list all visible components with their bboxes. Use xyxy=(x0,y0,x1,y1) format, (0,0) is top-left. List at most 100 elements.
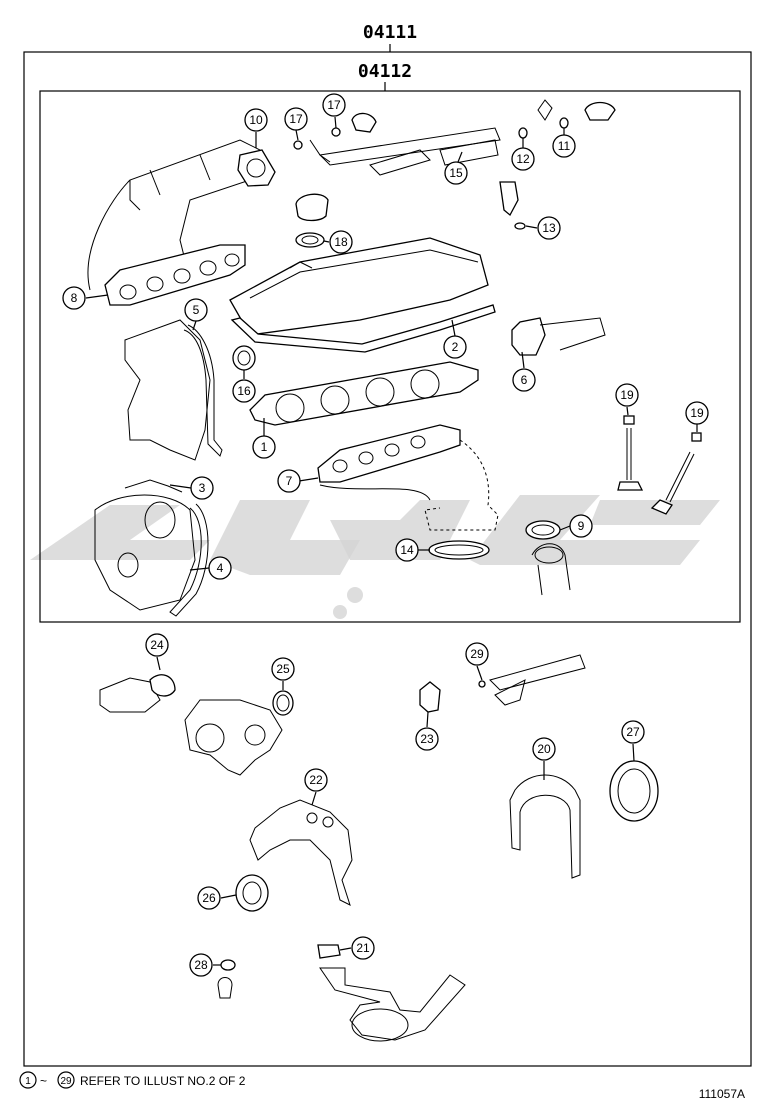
callout-circle xyxy=(329,230,353,254)
footer-range-end-circle xyxy=(57,1071,75,1089)
callout-14: 14 xyxy=(395,538,419,562)
oil-filler-cap xyxy=(295,193,329,222)
callout-16: 16 xyxy=(232,379,256,403)
callout-circle xyxy=(232,379,256,403)
callout-number: 26 xyxy=(202,891,216,905)
oil-pan-drain-gasket xyxy=(217,959,236,999)
callout-5: 5 xyxy=(184,298,208,322)
callout-20: 20 xyxy=(532,737,556,761)
water-pump-o-ring xyxy=(272,690,294,716)
callout-21: 21 xyxy=(351,936,375,960)
callout-circle xyxy=(244,108,268,132)
callout-number: 8 xyxy=(71,291,78,305)
callout-circle xyxy=(415,727,439,751)
callout-circle xyxy=(271,657,295,681)
exhaust-manifold-gasket xyxy=(317,424,461,483)
callout-number: 3 xyxy=(199,481,206,495)
callout-number: 21 xyxy=(356,941,370,955)
callout-number: 24 xyxy=(150,638,164,652)
callout-10: 10 xyxy=(244,108,268,132)
callout-circle xyxy=(552,134,576,158)
callout-circle xyxy=(395,538,419,562)
callout-circle xyxy=(304,768,328,792)
callout-number: 18 xyxy=(334,235,348,249)
oil-pump-gasket xyxy=(249,799,353,906)
callout-7: 7 xyxy=(277,469,301,493)
illustration-id: 111057A xyxy=(699,1087,745,1101)
crankshaft-rear-seal xyxy=(609,760,659,822)
callout-circle xyxy=(444,161,468,185)
callout-circle xyxy=(443,335,467,359)
water-outlet-drawing xyxy=(99,674,176,713)
footer-range-start: 1 xyxy=(25,1076,31,1087)
callout-circle xyxy=(537,216,561,240)
callout-circle xyxy=(208,556,232,580)
callout-number: 25 xyxy=(276,662,290,676)
cylinder-head-gasket xyxy=(249,361,479,426)
callout-2: 2 xyxy=(443,335,467,359)
callout-number: 17 xyxy=(289,112,303,126)
callout-1: 1 xyxy=(252,435,276,459)
callout-number: 14 xyxy=(400,543,414,557)
callout-28: 28 xyxy=(189,953,213,977)
callout-circle xyxy=(615,383,639,407)
cylinder-head-cover xyxy=(229,237,489,336)
intake-manifold-gasket xyxy=(104,244,246,306)
footer-range-tilde: ~ xyxy=(40,1074,47,1088)
callout-6: 6 xyxy=(512,368,536,392)
fuel-injector xyxy=(499,181,519,217)
callout-3: 3 xyxy=(190,476,214,500)
callout-17: 17 xyxy=(284,107,308,131)
callout-circle xyxy=(252,435,276,459)
head-cover-gasket xyxy=(230,304,496,353)
callout-circle xyxy=(512,368,536,392)
timing-cover-gasket-no2 xyxy=(169,503,209,617)
bypass-pipe-gasket xyxy=(419,681,441,713)
engine-valve-intake xyxy=(617,415,644,491)
callout-number: 17 xyxy=(327,98,341,112)
callout-number: 13 xyxy=(542,221,556,235)
callout-9: 9 xyxy=(569,514,593,538)
callout-number: 20 xyxy=(537,742,551,756)
callout-number: 10 xyxy=(249,113,263,127)
footer-range-end: 29 xyxy=(60,1076,72,1087)
callout-17: 17 xyxy=(322,93,346,117)
assembly-code-inner: 04112 xyxy=(358,61,412,82)
exhaust-flange-ring xyxy=(525,520,561,540)
callout-number: 16 xyxy=(237,384,251,398)
callout-number: 11 xyxy=(558,139,571,153)
timing-cover-gasket-no1 xyxy=(183,324,223,457)
oil-strainer-gasket xyxy=(317,944,341,959)
callout-number: 12 xyxy=(516,152,530,166)
rear-oil-seal-retainer-gasket xyxy=(509,774,581,879)
callout-27: 27 xyxy=(621,720,645,744)
exhaust-pipe-outline xyxy=(319,439,499,531)
camshaft-oil-seal xyxy=(232,345,256,371)
outer-assembly-frame xyxy=(23,51,752,1067)
assembly-code-outer: 04111 xyxy=(363,22,417,43)
footer-note-text: REFER TO ILLUST NO.2 OF 2 xyxy=(80,1074,246,1088)
oil-filler-gasket xyxy=(295,232,325,248)
callout-number: 4 xyxy=(217,561,224,575)
oil-strainer-drawing xyxy=(319,967,466,1042)
callout-group: 1234567891011121314151617171819192021222… xyxy=(62,93,709,977)
callout-24: 24 xyxy=(145,633,169,657)
callout-number: 29 xyxy=(470,647,484,661)
callout-23: 23 xyxy=(415,727,439,751)
callout-number: 9 xyxy=(578,519,585,533)
callout-circle xyxy=(511,147,535,171)
callout-circle xyxy=(62,286,86,310)
callout-circle xyxy=(189,953,213,977)
callout-18: 18 xyxy=(329,230,353,254)
water-pump-drawing xyxy=(184,699,283,776)
exhaust-pipe-gasket xyxy=(428,540,490,560)
injector-o-ring xyxy=(514,222,526,230)
callout-circle xyxy=(465,642,489,666)
crankshaft-front-seal xyxy=(235,874,269,912)
callout-number: 6 xyxy=(521,373,528,387)
callout-number: 23 xyxy=(420,732,434,746)
callout-15: 15 xyxy=(444,161,468,185)
water-bypass-pipe xyxy=(478,654,586,706)
callout-number: 2 xyxy=(452,340,459,354)
callout-circle xyxy=(322,93,346,117)
